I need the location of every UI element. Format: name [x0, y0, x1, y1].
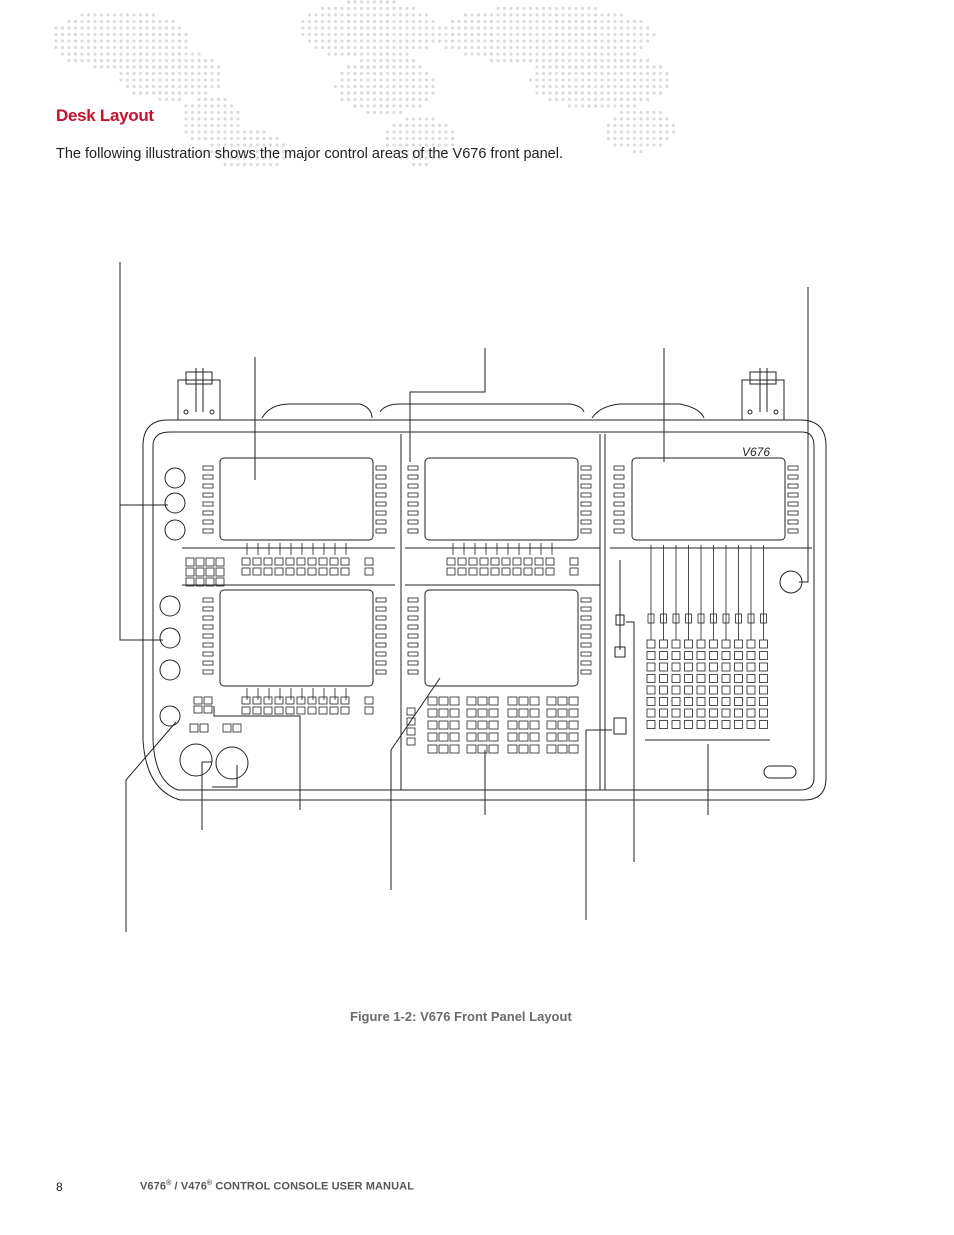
figure-caption: Figure 1-2: V676 Front Panel Layout: [350, 1009, 572, 1024]
desk-lamp-right: [741, 368, 785, 421]
logo-badge: [763, 765, 797, 779]
panel-keys-and-faders: [185, 465, 799, 754]
front-panel-diagram: V676: [119, 262, 827, 932]
top-handle-right: [591, 403, 705, 419]
master-fader: [615, 614, 625, 626]
desk-lamp-left: [177, 368, 221, 421]
top-handle-center: [379, 403, 585, 413]
touchscreen-5: [424, 589, 579, 687]
trackwheel-left: [179, 743, 213, 777]
footer-manual-title: V676® / V476® CONTROL CONSOLE USER MANUA…: [140, 1180, 414, 1193]
footer-reg-mark-a: ®: [166, 1180, 172, 1187]
footer-model-a: V676: [140, 1180, 167, 1193]
console-body-outline: [142, 419, 827, 801]
touchscreen-3: [631, 457, 786, 541]
footer-separator: /: [171, 1180, 181, 1193]
grand-master-knob: [779, 570, 803, 594]
top-handle-left: [261, 403, 373, 419]
footer-title-rest: CONTROL CONSOLE USER MANUAL: [212, 1180, 415, 1193]
touchscreen-1: [219, 457, 374, 541]
intro-paragraph: The following illustration shows the maj…: [56, 146, 563, 162]
world-map-dot-background: [54, 0, 676, 167]
touchscreen-4: [219, 589, 374, 687]
footer-reg-mark-b: ®: [206, 1180, 213, 1187]
section-heading: Desk Layout: [56, 106, 154, 125]
page-number: 8: [56, 1180, 63, 1194]
console-inner-outline: [152, 431, 815, 791]
console-model-label: V676: [742, 445, 770, 459]
encoder-wheels: [159, 467, 186, 727]
touchscreen-2: [424, 457, 579, 541]
callout-leader-lines: [119, 262, 809, 932]
trackwheel-right: [215, 746, 249, 780]
footer-model-b: V476: [180, 1180, 207, 1193]
